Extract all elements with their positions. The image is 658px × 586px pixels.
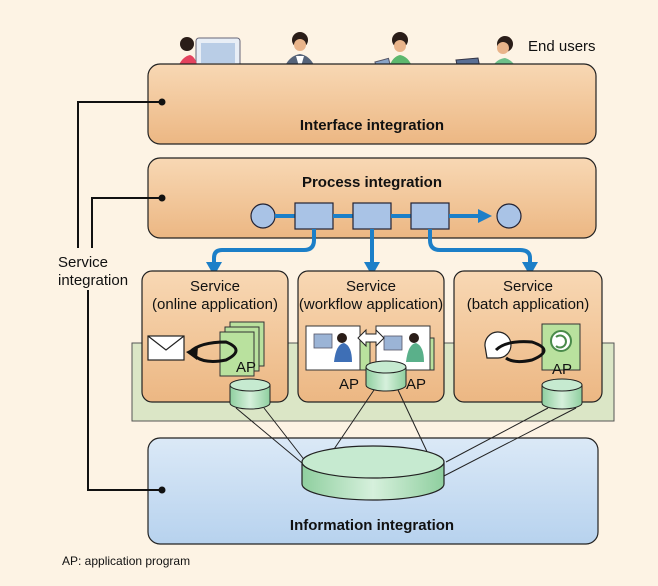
online-ap-label: AP: [236, 359, 256, 376]
process-step-node: [352, 202, 392, 230]
service-batch-subtitle: (batch application): [467, 296, 590, 313]
interface-integration-label: Interface integration: [300, 117, 444, 134]
service-online-title: Service: [190, 278, 240, 295]
online-db-icon: [229, 378, 271, 410]
online-loop-arrow: [188, 340, 238, 363]
process-start-node: [250, 203, 276, 229]
workflow-ap-left: [305, 325, 371, 371]
connector-dot-information: [158, 486, 166, 494]
process-step-node: [294, 202, 334, 230]
double-arrow-icon: [357, 328, 385, 348]
envelope-icon: [147, 335, 185, 361]
service-integration-label-line2: integration: [58, 272, 128, 289]
workflow-ap-label-right: AP: [406, 376, 426, 393]
process-step-node: [410, 202, 450, 230]
connector-dot-process: [158, 194, 166, 202]
central-database-icon: [301, 445, 445, 501]
db-connections: [235, 389, 577, 479]
batch-loop-arrow: [494, 340, 546, 364]
service-workflow-title: Service: [346, 278, 396, 295]
service-batch-title: Service: [503, 278, 553, 295]
batch-db-icon: [541, 378, 583, 410]
service-workflow-subtitle: (workflow application): [299, 296, 443, 313]
interface-integration-band: [147, 63, 597, 145]
process-integration-label: Process integration: [302, 174, 442, 191]
end-users-label: End users: [528, 38, 596, 55]
service-online-subtitle: (online application): [152, 296, 278, 313]
workflow-db-icon: [365, 360, 407, 392]
workflow-ap-label-left: AP: [339, 376, 359, 393]
information-integration-label: Information integration: [290, 517, 454, 534]
batch-ap-label: AP: [552, 361, 572, 378]
connector-dot-interface: [158, 98, 166, 106]
footnote: AP: application program: [62, 554, 190, 568]
service-integration-label-line1: Service: [58, 254, 108, 271]
batch-input-icon: [484, 331, 512, 359]
batch-ap-box: [541, 323, 581, 371]
online-ap-stack: [219, 321, 265, 377]
process-end-node: [496, 203, 522, 229]
service-integration-connectors: [77, 101, 160, 491]
process-flow: [206, 202, 538, 276]
